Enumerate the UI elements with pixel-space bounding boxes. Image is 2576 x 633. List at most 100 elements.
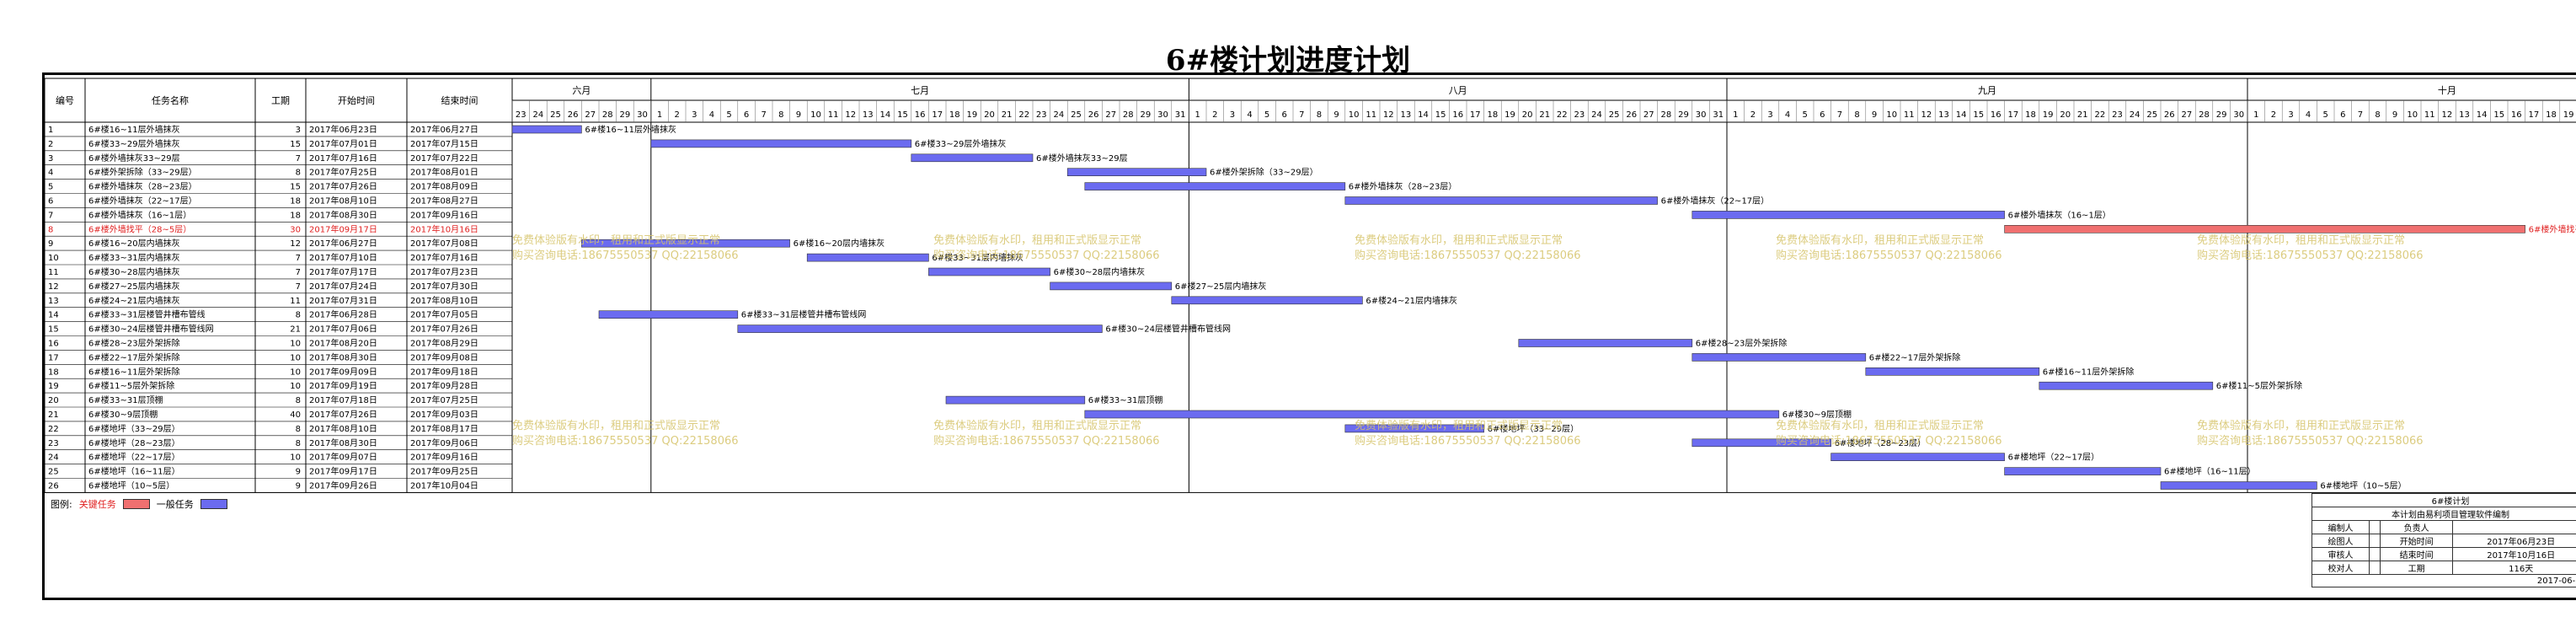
row-duration: 11 (290, 297, 301, 306)
row-end: 2017年09月08日 (410, 351, 478, 362)
day-label: 30 (1696, 110, 1707, 120)
tb-checker: 校对人 (2311, 561, 2370, 575)
row-start: 2017年08月30日 (309, 351, 377, 362)
day-label: 24 (1054, 110, 1065, 120)
row-name: 6#楼16~11层外墙抹灰 (88, 124, 180, 135)
day-label: 20 (984, 110, 995, 120)
day-label: 4 (1785, 110, 1790, 120)
row-end: 2017年07月05日 (410, 309, 478, 320)
day-label: 25 (1609, 110, 1620, 120)
task-bar-label: 6#楼地坪（33~29层） (1488, 423, 1579, 434)
day-label: 18 (2546, 110, 2557, 120)
row-start: 2017年07月26日 (309, 409, 377, 420)
row-name: 6#楼外墙抹灰33~29层 (88, 153, 180, 164)
day-label: 16 (1991, 110, 2001, 120)
day-label: 27 (1105, 110, 1116, 120)
task-bar-label: 6#楼30~28层内墙抹灰 (1054, 266, 1146, 277)
day-label: 5 (1264, 110, 1269, 120)
day-label: 8 (778, 110, 783, 120)
day-label: 13 (2459, 110, 2470, 120)
task-bar (581, 239, 790, 248)
task-bar-label: 6#楼地坪（16~11层） (2164, 466, 2256, 477)
day-label: 27 (585, 110, 596, 120)
row-start: 2017年06月23日 (309, 124, 377, 135)
day-label: 12 (1383, 110, 1394, 120)
row-duration: 21 (290, 325, 301, 335)
row-start: 2017年08月10日 (309, 423, 377, 434)
row-end: 2017年07月16日 (410, 252, 478, 263)
row-start: 2017年07月16日 (309, 153, 377, 164)
row-start: 2017年07月18日 (309, 394, 377, 405)
day-label: 1 (1733, 110, 1738, 120)
day-label: 5 (1803, 110, 1808, 120)
watermark-line1: 免费体验版有水印，租用和正式版显示正常 (512, 233, 720, 247)
task-bar-label: 6#楼16~11层外架拆除 (2043, 366, 2135, 377)
row-no: 23 (48, 439, 59, 448)
day-label: 12 (2442, 110, 2453, 120)
row-no: 19 (48, 382, 59, 391)
watermark-line1: 免费体验版有水印，租用和正式版显示正常 (933, 233, 1141, 247)
day-label: 3 (1230, 110, 1235, 120)
row-end: 2017年10月16日 (410, 223, 478, 234)
row-name: 6#楼33~31层内墙抹灰 (88, 252, 180, 263)
row-end: 2017年09月28日 (410, 380, 478, 391)
watermark-line1: 免费体验版有水印，租用和正式版显示正常 (1776, 419, 1984, 432)
task-bar-label: 6#楼地坪（10~5层） (2320, 480, 2406, 491)
day-label: 28 (1123, 110, 1134, 120)
tb-drawer: 绘图人 (2311, 534, 2370, 548)
day-label: 4 (2306, 110, 2311, 120)
day-label: 13 (1938, 110, 1949, 120)
task-bar-label: 6#楼外墙抹灰（16~1层） (2008, 209, 2111, 220)
day-label: 7 (762, 110, 767, 120)
header-duration: 工期 (271, 95, 290, 106)
day-label: 21 (1539, 110, 1550, 120)
tb-duration: 116天 (2452, 561, 2576, 575)
task-bar (1050, 282, 1173, 291)
task-bar (1084, 410, 1780, 419)
day-label: 9 (796, 110, 801, 120)
row-duration: 40 (290, 410, 301, 420)
row-name: 6#楼16~20层内墙抹灰 (88, 238, 180, 249)
day-label: 16 (915, 110, 926, 120)
task-bar-label: 6#楼外墙抹灰（28~23层） (1349, 181, 1457, 192)
day-label: 15 (1973, 110, 1984, 120)
day-label: 24 (533, 110, 544, 120)
task-bar-label: 6#楼外墙抹灰（22~17层） (1661, 196, 1770, 207)
task-bar (806, 253, 929, 262)
row-end: 2017年07月26日 (410, 324, 478, 335)
row-start: 2017年08月30日 (309, 437, 377, 448)
day-label: 9 (1872, 110, 1877, 120)
row-duration: 7 (296, 282, 301, 292)
task-bar (1692, 353, 1867, 362)
row-no: 15 (48, 325, 59, 335)
task-bar (1171, 296, 1363, 305)
row-duration: 10 (290, 340, 301, 349)
day-label: 19 (1504, 110, 1515, 120)
day-label: 1 (657, 110, 662, 120)
watermark-line2: 购买咨询电话:18675550537 QQ:22158066 (933, 249, 1160, 262)
day-label: 18 (1488, 110, 1499, 120)
month-label: 六月 (572, 85, 591, 96)
day-label: 23 (2112, 110, 2123, 120)
row-start: 2017年06月27日 (309, 238, 377, 249)
row-name: 6#楼28~23层外架拆除 (88, 338, 180, 349)
row-end: 2017年07月23日 (410, 266, 478, 277)
row-duration: 12 (290, 239, 301, 249)
row-name: 6#楼30~24层楼管井槽布管线网 (88, 324, 214, 335)
task-bar-label: 6#楼16~11层外墙抹灰 (585, 124, 676, 135)
day-label: 19 (2043, 110, 2054, 120)
row-start: 2017年09月17日 (309, 223, 377, 234)
row-no: 4 (48, 169, 53, 178)
task-bar (1865, 367, 2040, 376)
day-label: 29 (2216, 110, 2227, 120)
row-no: 7 (48, 211, 53, 220)
day-label: 28 (602, 110, 613, 120)
day-label: 8 (1317, 110, 1322, 120)
row-start: 2017年08月10日 (309, 196, 377, 207)
row-start: 2017年09月19日 (309, 380, 377, 391)
task-bar (650, 139, 912, 148)
day-label: 5 (2323, 110, 2328, 120)
day-label: 12 (845, 110, 856, 120)
day-label: 8 (2375, 110, 2380, 120)
row-end: 2017年07月30日 (410, 281, 478, 292)
